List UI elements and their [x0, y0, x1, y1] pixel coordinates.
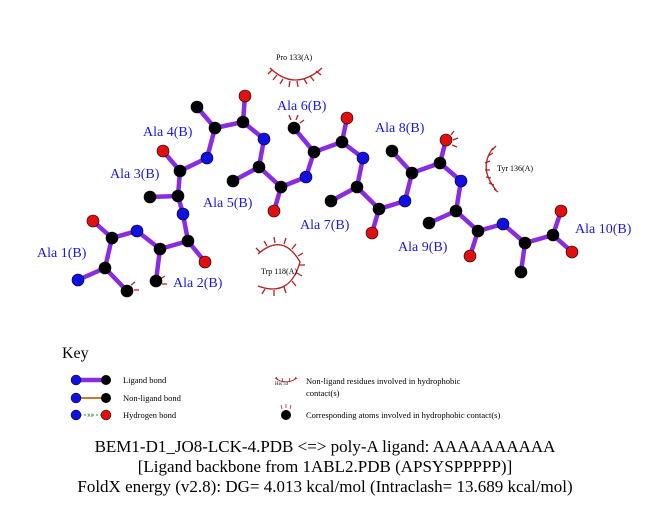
key-hydrophobic-residue: His 53 Non-ligand residues involved in h…: [274, 376, 461, 398]
carbon-atom: [252, 160, 266, 174]
residue-label-ala1: Ala 1(B): [37, 246, 87, 261]
carbon-atom: [518, 236, 532, 250]
residue-label-ala4: Ala 4(B): [143, 125, 193, 140]
carbon-atom: [372, 202, 386, 216]
key-sample-residue: His 53: [275, 382, 289, 387]
carbon-atom: [274, 180, 288, 194]
residue-labels: Ala 1(B) Ala 2(B) Ala 3(B) Ala 4(B) Ala …: [37, 99, 632, 291]
residue-label-ala10: Ala 10(B): [575, 222, 632, 237]
nitrogen-atom: [71, 273, 85, 287]
key-ligand-bond: Ligand bond: [70, 374, 167, 386]
oxygen-atom: [554, 204, 568, 218]
carbon-atom: [449, 204, 463, 218]
carbon-atom: [153, 242, 167, 256]
carbon-atom: [190, 100, 204, 114]
caption-line-1: BEM1-D1_JO8-LCK-4.PDB <=> poly-A ligand:…: [95, 437, 557, 456]
contact-arc-tyr136: [485, 147, 497, 191]
carbon-atom: [405, 166, 419, 180]
carbon-atom: [181, 234, 195, 248]
contact-arc-trp118: [257, 244, 301, 290]
contact-label-tyr136: Tyr 136(A): [497, 164, 533, 173]
nitrogen-atom: [130, 224, 144, 238]
carbon-atom: [287, 121, 301, 135]
key-hydrogen-bond: 3.0 Hydrogen bond: [70, 409, 177, 421]
caption-line-3: FoldX energy (v2.8): DG= 4.013 kcal/mol …: [77, 477, 572, 496]
residue-label-ala7: Ala 7(B): [300, 218, 350, 233]
contact-label-trp118: Trp 118(A): [261, 267, 297, 276]
key: Key Ligand bond Non-ligand bond 3.0 Hydr…: [62, 345, 500, 421]
contact-label-pro133: Pro 133(A): [276, 53, 313, 62]
nitrogen-atom: [398, 194, 412, 208]
nitrogen-atom: [299, 170, 313, 184]
carbon-atom: [149, 274, 163, 288]
carbon-atom: [236, 115, 250, 129]
key-hydrophobic-residues-label: Non-ligand residues involved in hydropho…: [306, 376, 461, 386]
key-non-ligand-bond: Non-ligand bond: [70, 392, 182, 404]
nitrogen-atom: [176, 207, 190, 221]
key-ligand-bond-label: Ligand bond: [123, 375, 167, 385]
carbon-atom: [307, 145, 321, 159]
carbon-atom: [324, 194, 338, 208]
nitrogen-atom: [454, 174, 468, 188]
key-hydrophobic-atoms-label: Corresponding atoms involved in hydropho…: [306, 410, 500, 420]
oxygen-atom: [463, 249, 477, 263]
nitrogen-atom: [257, 132, 271, 146]
contact-labels: Pro 133(A) Tyr 136(A) Trp 118(A): [261, 53, 533, 276]
contact-atom-marks: [130, 114, 459, 291]
nitrogen-atom: [496, 217, 510, 231]
key-hydrogen-bond-label: Hydrogen bond: [123, 410, 177, 420]
atoms: [71, 89, 579, 298]
carbon-atom: [471, 224, 485, 238]
residue-label-ala9: Ala 9(B): [398, 240, 448, 255]
residue-label-ala3: Ala 3(B): [110, 167, 160, 182]
key-hbond-length: 3.0: [87, 414, 94, 419]
carbon-atom: [546, 228, 560, 242]
key-title: Key: [62, 345, 89, 362]
carbon-atom: [514, 265, 528, 279]
carbon-atom: [98, 261, 112, 275]
carbon-atom: [173, 164, 187, 178]
caption: BEM1-D1_JO8-LCK-4.PDB <=> poly-A ligand:…: [77, 437, 572, 496]
carbon-atom: [422, 216, 436, 230]
carbon-atom: [105, 231, 119, 245]
nitrogen-atom: [200, 151, 214, 165]
key-hydrophobic-residues-label-2: contact(s): [306, 388, 340, 398]
oxygen-atom: [238, 89, 252, 103]
contact-spokes-tyr136: [484, 145, 499, 193]
contact-arc-pro133: [269, 67, 323, 81]
carbon-atom: [350, 180, 364, 194]
carbon-atom: [385, 144, 399, 158]
key-hydrophobic-atom: Corresponding atoms involved in hydropho…: [280, 404, 500, 420]
oxygen-atom: [267, 204, 281, 218]
oxygen-atom: [565, 245, 579, 259]
contact-spokes-trp118: [255, 236, 305, 296]
hydrophobic-contacts: [130, 67, 499, 296]
residue-label-ala5: Ala 5(B): [203, 196, 253, 211]
oxygen-atom: [365, 226, 379, 240]
nitrogen-atom: [356, 151, 370, 165]
carbon-atom: [226, 174, 240, 188]
oxygen-atom: [439, 133, 453, 147]
carbon-atom: [335, 135, 349, 149]
carbon-atom: [208, 121, 222, 135]
contact-spokes-pro133: [267, 69, 322, 88]
carbon-atom: [143, 190, 157, 204]
oxygen-atom: [198, 255, 212, 269]
residue-label-ala6: Ala 6(B): [277, 99, 327, 114]
oxygen-atom: [340, 111, 354, 125]
carbon-atom: [433, 156, 447, 170]
oxygen-atom: [86, 214, 100, 228]
key-non-ligand-bond-label: Non-ligand bond: [123, 393, 182, 403]
residue-label-ala2: Ala 2(B): [173, 276, 223, 291]
carbon-atom: [120, 284, 134, 298]
carbon-atom: [171, 189, 185, 203]
caption-line-2: [Ligand backbone from 1ABL2.PDB (APSYSPP…: [138, 457, 513, 476]
residue-label-ala8: Ala 8(B): [375, 121, 425, 136]
oxygen-atom: [156, 144, 170, 158]
